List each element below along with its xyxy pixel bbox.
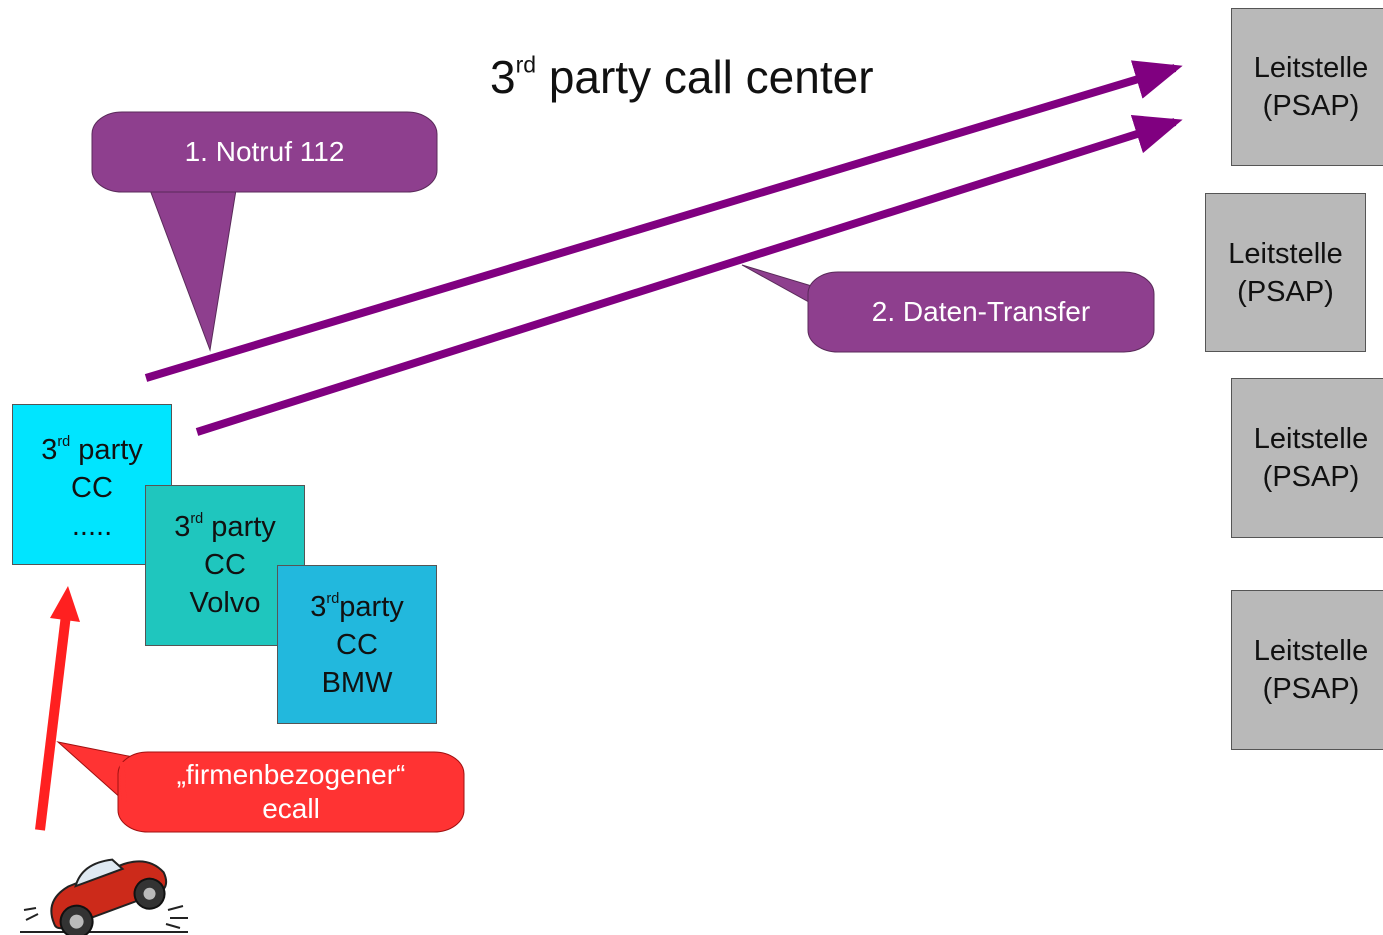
- daten-transfer-callout-shape: [741, 264, 1155, 353]
- psap-box-1: Leitstelle(PSAP): [1231, 8, 1383, 166]
- notruf-callout-shape: [91, 111, 438, 352]
- ecall-arrow: [35, 586, 80, 831]
- psap-box-3: Leitstelle(PSAP): [1231, 378, 1383, 538]
- psap-box-2: Leitstelle(PSAP): [1205, 193, 1366, 352]
- crashing-car-icon: [20, 858, 188, 935]
- ecall-callout-label: „firmenbezogener“ ecall: [176, 759, 406, 824]
- daten-transfer-arrow: [195, 115, 1183, 436]
- diagram-title: 3rd party call center: [490, 51, 874, 103]
- notruf-arrow: [144, 60, 1183, 382]
- psap-box-4: Leitstelle(PSAP): [1231, 590, 1383, 750]
- daten-transfer-callout-label: 2. Daten-Transfer: [871, 296, 1091, 327]
- notruf-callout-label: 1. Notruf 112: [184, 136, 345, 167]
- call-center-bmw: 3rdparty CC BMW: [277, 565, 437, 724]
- ecall-callout-shape: [56, 741, 465, 833]
